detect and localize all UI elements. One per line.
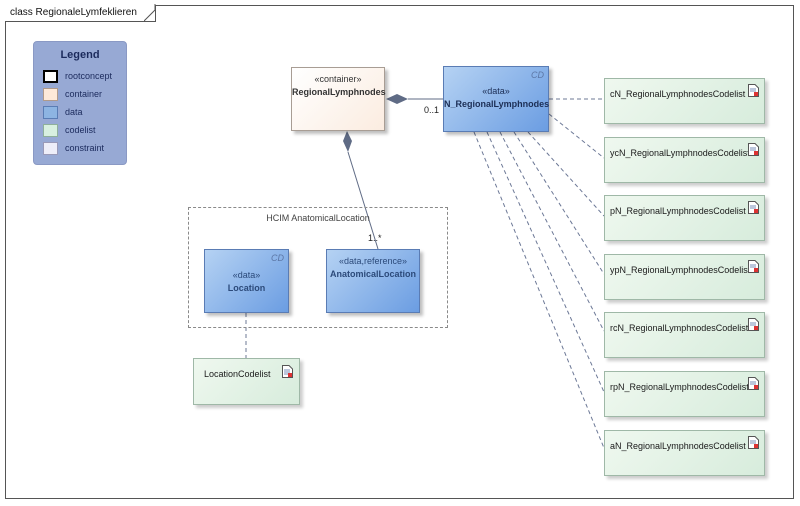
- class-name: N_RegionalLymphnodes: [444, 99, 550, 109]
- class-location[interactable]: CD «data» Location: [204, 249, 289, 313]
- class-stereotype: «container»: [314, 74, 362, 84]
- package-label: HCIM AnatomicalLocation: [266, 213, 370, 223]
- legend-label: container: [65, 89, 103, 99]
- codelist-document-icon: [748, 318, 759, 331]
- class-name: Location: [227, 283, 266, 293]
- codelist-cN[interactable]: cN_RegionalLymphnodesCodelist: [604, 78, 765, 124]
- codelist-name: aN_RegionalLymphnodesCodelist: [610, 441, 746, 451]
- codelist-name: ypN_RegionalLymphnodesCodelist: [610, 265, 751, 275]
- legend-title: Legend: [60, 49, 100, 61]
- multiplicity-n-regional: 0..1: [424, 105, 440, 115]
- codelist-name: LocationCodelist: [204, 369, 271, 379]
- legend-swatch-rootconcept: [43, 70, 58, 83]
- codelist-location[interactable]: LocationCodelist: [193, 358, 300, 405]
- codelist-name: rpN_RegionalLymphnodesCodelist: [610, 382, 749, 392]
- legend-label: codelist: [65, 125, 96, 135]
- class-stereotype: «data»: [482, 86, 510, 96]
- class-n-regional-lymphnodes[interactable]: CD «data» N_RegionalLymphnodes: [443, 66, 549, 132]
- codelist-document-icon: [748, 436, 759, 449]
- legend-swatch-data: [43, 106, 58, 119]
- class-name: AnatomicalLocation: [329, 269, 416, 279]
- class-stereotype: «data,reference»: [338, 256, 408, 266]
- dependency-edge-pN[interactable]: [527, 131, 605, 217]
- dependency-edge-ycN[interactable]: [548, 113, 605, 159]
- legend-swatch-constraint: [43, 142, 58, 155]
- codelist-document-icon: [748, 260, 759, 273]
- frame-tab-corner: [143, 4, 156, 22]
- legend-label: rootconcept: [65, 71, 113, 81]
- dependency-edge-ypN[interactable]: [513, 131, 605, 275]
- codelist-document-icon: [748, 84, 759, 97]
- legend-label: constraint: [65, 143, 105, 153]
- diagram-title: class RegionaleLymfeklieren: [5, 4, 156, 22]
- class-tag: CD: [271, 253, 284, 263]
- codelist-document-icon: [282, 365, 293, 378]
- dependency-edge-rcN[interactable]: [499, 131, 605, 332]
- dependency-edge-aN[interactable]: [473, 131, 605, 449]
- codelist-name: pN_RegionalLymphnodesCodelist: [610, 206, 746, 216]
- legend-swatch-container: [43, 88, 58, 101]
- aggregation-edge-anatomical[interactable]: [347, 151, 379, 250]
- diagram-frame: [5, 5, 794, 499]
- codelist-name: rcN_RegionalLymphnodesCodelist: [610, 323, 749, 333]
- multiplicity-anatomical: 1..*: [368, 233, 382, 243]
- legend-label: data: [65, 107, 83, 117]
- class-stereotype: «data»: [232, 270, 261, 280]
- codelist-aN[interactable]: aN_RegionalLymphnodesCodelist: [604, 430, 765, 476]
- class-name: RegionalLymphnodes: [292, 87, 386, 97]
- codelist-name: ycN_RegionalLymphnodesCodelist: [610, 148, 750, 158]
- codelist-rcN[interactable]: rcN_RegionalLymphnodesCodelist: [604, 312, 765, 358]
- codelist-document-icon: [748, 143, 759, 156]
- package-hcim-anatomical-location[interactable]: HCIM AnatomicalLocation: [188, 207, 448, 328]
- codelist-ycN[interactable]: ycN_RegionalLymphnodesCodelist: [604, 137, 765, 183]
- aggregation-diamond-anatomical: [343, 131, 352, 152]
- class-regional-lymphnodes[interactable]: «container» RegionalLymphnodes: [291, 67, 386, 131]
- legend-swatch-codelist: [43, 124, 58, 137]
- codelist-name: cN_RegionalLymphnodesCodelist: [610, 89, 746, 99]
- codelist-pN[interactable]: pN_RegionalLymphnodesCodelist: [604, 195, 765, 241]
- diagram-title-text: class RegionaleLymfeklieren: [10, 7, 137, 18]
- legend-panel: Legend rootconcept container data codeli…: [33, 41, 127, 165]
- codelist-document-icon: [748, 201, 759, 214]
- codelist-rpN[interactable]: rpN_RegionalLymphnodesCodelist: [604, 371, 765, 417]
- class-anatomical-location[interactable]: «data,reference» AnatomicalLocation: [326, 249, 420, 313]
- codelist-ypN[interactable]: ypN_RegionalLymphnodesCodelist: [604, 254, 765, 300]
- class-tag: CD: [531, 70, 544, 80]
- dependency-edge-rpN[interactable]: [486, 131, 605, 393]
- aggregation-diamond-n-regional: [386, 94, 408, 104]
- codelist-document-icon: [748, 377, 759, 390]
